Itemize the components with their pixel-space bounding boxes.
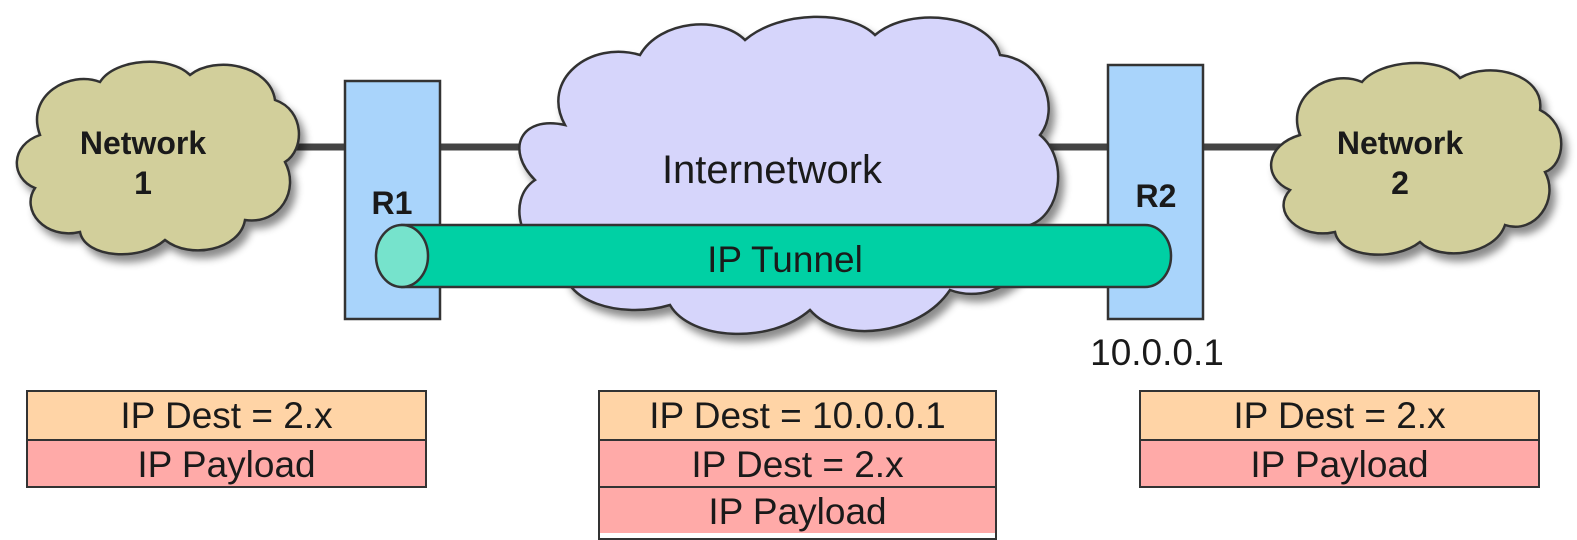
packet-left-payload: IP Payload	[28, 439, 425, 486]
router-r2-label: R2	[1136, 178, 1177, 214]
packet-right-header: IP Dest = 2.x	[1141, 392, 1538, 439]
packet-middle-payload: IP Payload	[600, 486, 995, 533]
packet-middle: IP Dest = 10.0.0.1 IP Dest = 2.x IP Payl…	[598, 390, 997, 540]
packet-middle-inner-header: IP Dest = 2.x	[600, 439, 995, 486]
network-2-label-line1: Network	[1337, 125, 1463, 161]
packet-right: IP Dest = 2.x IP Payload	[1139, 390, 1540, 488]
tunnel-entrance	[374, 223, 430, 289]
router-r2-address: 10.0.0.1	[1090, 332, 1224, 373]
network-1-cloud	[15, 60, 301, 256]
router-r1-label: R1	[372, 185, 413, 221]
network-1-label-line1: Network	[80, 125, 206, 161]
internetwork-label: Internetwork	[662, 148, 883, 192]
network-2-label-line2: 2	[1391, 165, 1409, 201]
network-2-cloud	[1270, 61, 1563, 256]
ip-tunnel	[374, 223, 1173, 289]
packet-right-payload: IP Payload	[1141, 439, 1538, 486]
packet-left: IP Dest = 2.x IP Payload	[26, 390, 427, 488]
packet-middle-outer-header: IP Dest = 10.0.0.1	[600, 392, 995, 439]
tunnel-label: IP Tunnel	[707, 239, 863, 280]
network-1-label-line2: 1	[134, 165, 152, 201]
packet-left-header: IP Dest = 2.x	[28, 392, 425, 439]
